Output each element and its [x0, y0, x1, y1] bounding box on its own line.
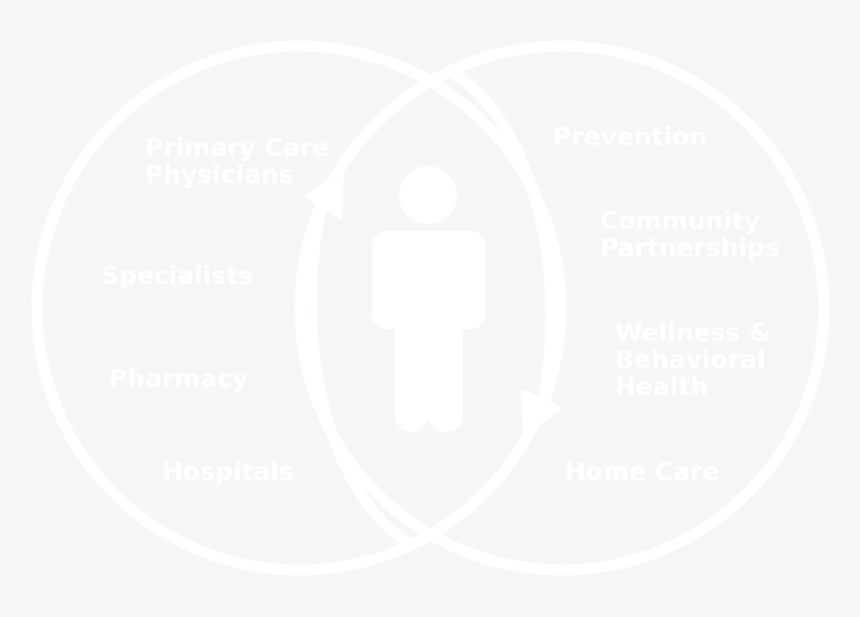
- person-left-leg: [395, 300, 428, 432]
- label-primary-care-physicians: Primary Care Physicians: [145, 134, 329, 188]
- cycle-arrow-right-head: [521, 388, 563, 438]
- label-wellness-behavioral-health: Wellness & Behavioral Health: [615, 319, 771, 400]
- cycle-arrow-right: [443, 65, 557, 412]
- cycle-arrow-left-head: [304, 166, 344, 220]
- left-circle: [31, 40, 567, 576]
- right-circle: [294, 40, 830, 576]
- label-line: Prevention: [553, 122, 708, 151]
- cycle-arrows-icon: [304, 65, 563, 551]
- label-community-partnerships: Community Partnerships: [600, 207, 780, 261]
- label-line: Home Care: [565, 457, 720, 486]
- label-line: Partnerships: [600, 233, 780, 262]
- person-right-leg: [428, 300, 463, 432]
- label-line: Physicians: [145, 160, 294, 189]
- label-line: Specialists: [101, 261, 253, 290]
- label-line: Primary Care: [145, 133, 329, 162]
- label-line: Community: [600, 206, 761, 235]
- label-line: Hospitals: [162, 457, 294, 486]
- person-icon: [372, 166, 485, 432]
- label-hospitals: Hospitals: [162, 458, 294, 485]
- label-line: Wellness &: [615, 318, 771, 347]
- person-head: [399, 166, 457, 224]
- label-home-care: Home Care: [565, 458, 719, 485]
- cycle-arrow-left: [305, 198, 418, 551]
- label-line: Behavioral: [615, 345, 766, 374]
- label-line: Pharmacy: [109, 364, 249, 393]
- label-specialists: Specialists: [101, 262, 253, 289]
- label-line: Health: [615, 372, 709, 401]
- label-pharmacy: Pharmacy: [109, 365, 248, 392]
- label-prevention: Prevention: [553, 123, 707, 150]
